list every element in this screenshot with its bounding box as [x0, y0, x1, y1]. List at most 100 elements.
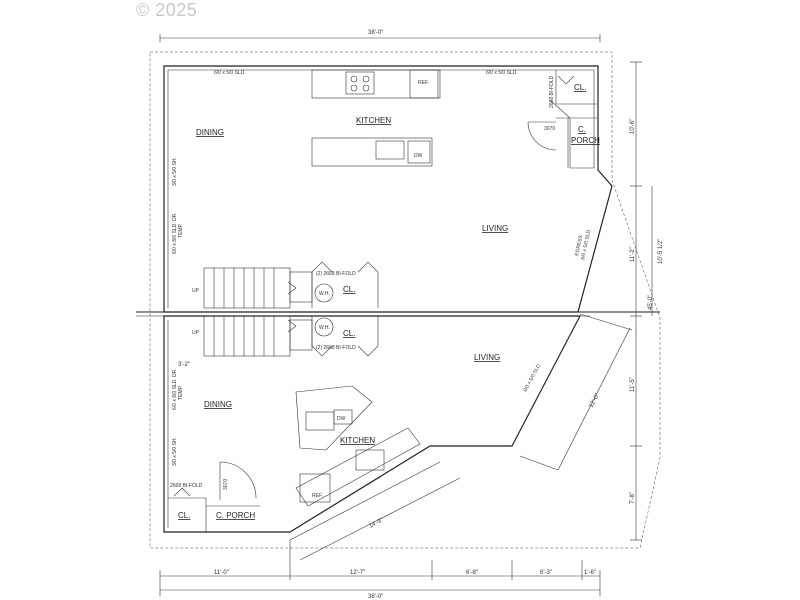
upper-window-left-sh: 3/0 x 5/0 SH. [172, 157, 178, 186]
upper-kitchen-counter [311, 69, 441, 99]
lower-dining-label: DINING [204, 400, 232, 409]
lower-sink [305, 411, 335, 431]
upper-temp-label: TEMP. [178, 223, 184, 238]
lower-water-heater [314, 317, 334, 337]
lower-stair-treads [213, 316, 275, 356]
lower-bifold-stair: (2) 2668 BI-FOLD [316, 345, 356, 351]
upper-closet-walls [555, 70, 598, 105]
lower-kitchen-label: KITCHEN [340, 436, 375, 445]
upper-bifold-top: 2668 BI-FOLD [549, 75, 555, 108]
upper-stair [203, 267, 291, 309]
dim-bottom-seg-2: 12'-7" [350, 570, 365, 576]
lower-kitchen-counter [295, 427, 421, 507]
upper-water-heater [314, 283, 334, 303]
upper-porch-door-swing [527, 121, 557, 151]
upper-burner [362, 75, 370, 83]
upper-kitchen-island [311, 137, 433, 167]
upper-stair-treads [213, 268, 275, 308]
dim-bottom-seg-1: 11'-0" [214, 570, 229, 576]
lower-temp-label: TEMP. [178, 385, 184, 400]
upper-living-label: LIVING [482, 224, 508, 233]
upper-dishwasher [407, 140, 431, 164]
dim-line-diag-right [557, 327, 631, 471]
upper-unit [163, 65, 613, 313]
upper-door-3070: 3070 [544, 126, 555, 132]
upper-porch-walls [556, 117, 598, 168]
upper-burner [362, 84, 370, 92]
upper-inner-wall-line [167, 69, 595, 308]
lower-window-left-sh: 3/0 x 5/0 SH. [172, 437, 178, 466]
lower-diagonal-window [511, 315, 581, 447]
overall-dashed-outline [149, 51, 661, 549]
lower-bifold-door [173, 487, 191, 497]
lower-unit [163, 315, 581, 533]
lower-dw-label: DW [337, 416, 346, 422]
lower-stair-landing [289, 319, 313, 351]
lower-porch-label: C. PORCH [216, 511, 255, 520]
lower-stair [203, 315, 291, 357]
dim-right-seg-3: 11'-5" [630, 377, 636, 392]
lower-stair-closet-label: CL. [343, 329, 355, 338]
upper-sink [375, 140, 405, 160]
dim-right-seg-4: 7'-8" [630, 492, 636, 504]
dim-right-seg-1: 10'-6" [630, 119, 636, 134]
lower-wh-label: W.H. [319, 325, 330, 331]
lower-bifold: 2668 BI-FOLD [170, 483, 203, 489]
lower-closet-walls [168, 497, 260, 532]
upper-ref-label: REF. [418, 80, 429, 86]
upper-stair-arrow [287, 281, 297, 295]
dim-line-diag-bottom-b [299, 477, 461, 561]
upper-bifold-door-top [557, 75, 575, 85]
dim-angle: 45'-0" [648, 295, 654, 310]
lower-window-diag: 8/0 x 5/0 SLD. [522, 362, 542, 393]
lower-stair-arrow [287, 319, 297, 333]
lower-dim-3-2: 3'-2" [178, 362, 190, 368]
lower-bifold-doors [311, 316, 379, 357]
lower-fridge [299, 473, 331, 503]
upper-burner [350, 75, 358, 83]
upper-exterior-walls [163, 65, 613, 313]
upper-range [345, 71, 375, 95]
lower-closet-label: CL. [178, 511, 190, 520]
lower-porch-door-swing [219, 461, 257, 500]
lower-dishwasher [333, 409, 353, 425]
upper-up-label: UP [192, 288, 200, 294]
dim-right-seg-2: 11'-2" [630, 247, 636, 262]
dim-diag-bottom: 14'-9" [368, 517, 384, 529]
dim-bottom-overall: 38'-0" [368, 594, 383, 600]
upper-stair-landing [289, 271, 313, 303]
copyright-notice: © 2025 [136, 0, 198, 20]
upper-window-top-left: 6/0 x 5/0 SLD. [214, 70, 246, 76]
dim-bottom-seg-3: 6'-8" [466, 570, 478, 576]
upper-stair-closet-label: CL. [343, 285, 355, 294]
upper-window-left-sld: 6/0 x 8/0 SLD. DR. [172, 212, 178, 254]
lower-ref-label: REF. [312, 493, 323, 499]
lower-kitchen-island [295, 385, 373, 451]
lower-exterior-walls [163, 315, 581, 533]
dimension-lines [159, 34, 653, 596]
upper-window-top-right: 6/0 x 5/0 SLD. [486, 70, 518, 76]
dim-bottom-seg-4: 6'-3" [540, 570, 552, 576]
lower-range [355, 449, 385, 471]
dim-bottom-seg-5: 1'-6" [584, 570, 596, 576]
upper-porch-label-b: PORCH [571, 136, 600, 145]
upper-wh-label: W.H. [319, 291, 330, 297]
lower-window-left-sld: 6/0 x 8/0 SLD. DR. [172, 368, 178, 410]
lower-up-label: UP [192, 330, 200, 336]
dim-line-diag-bottom-a [289, 461, 441, 541]
upper-egress-label: EGRESS [574, 234, 584, 256]
upper-bifold-stair: (2) 2668 BI-FOLD [316, 271, 356, 277]
upper-closet-label: CL. [574, 83, 586, 92]
upper-burner [350, 84, 358, 92]
lower-living-label: LIVING [474, 353, 500, 362]
upper-porch-label-a: C. [578, 125, 586, 134]
upper-bifold-doors [311, 261, 379, 308]
dim-diag-right: 12'-0" [588, 393, 600, 409]
upper-fridge [409, 69, 439, 99]
upper-kitchen-label: KITCHEN [356, 116, 391, 125]
lower-door-3070: 3070 [223, 479, 229, 490]
dim-right-outer: 10'-5 1/2" [658, 239, 664, 264]
dim-top-overall: 38'-0" [368, 30, 383, 36]
upper-dining-label: DINING [196, 128, 224, 137]
